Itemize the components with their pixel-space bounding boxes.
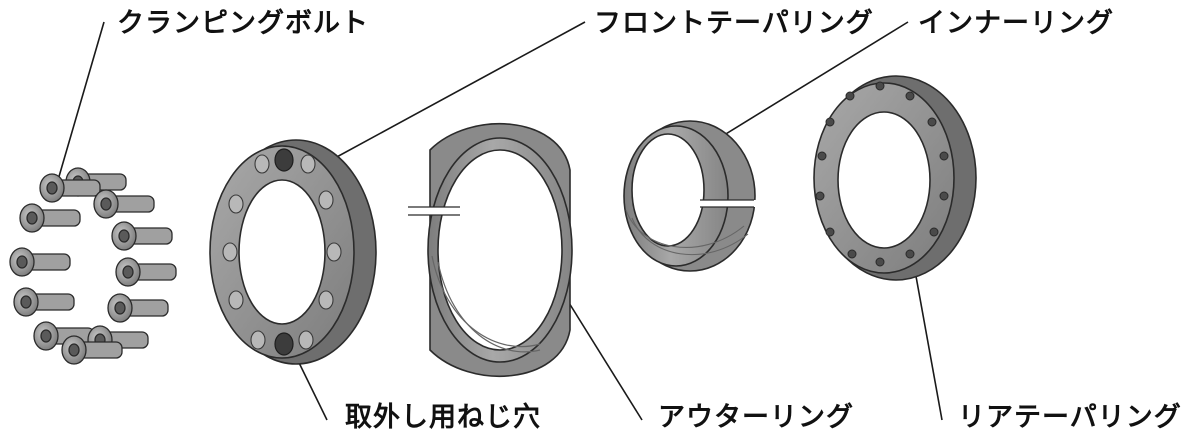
clamping-bolt [20,204,80,232]
label-rear-taper-ring: リアテーパリング [958,404,1182,431]
inner-ring [624,121,756,271]
clamping-bolt [14,288,74,316]
clamping-bolts-group [10,168,176,364]
label-clamping-bolt: クランピングボルト [117,10,369,37]
outer-ring [406,124,572,376]
clamping-bolt [108,294,168,322]
label-front-taper-ring: フロントテーパリング [594,10,874,37]
clamping-bolt [112,222,172,250]
front-taper-ring [210,140,376,364]
clamping-bolt [94,190,154,218]
clamping-bolt [116,258,176,286]
clamping-bolt [10,248,70,276]
label-removal-screw-hole: 取外し用ねじ穴 [345,404,541,431]
leader-line-clamping-bolt [58,22,104,180]
rear-taper-ring [814,76,976,280]
label-outer-ring: アウターリング [658,404,854,431]
label-inner-ring: インナーリング [918,10,1114,37]
